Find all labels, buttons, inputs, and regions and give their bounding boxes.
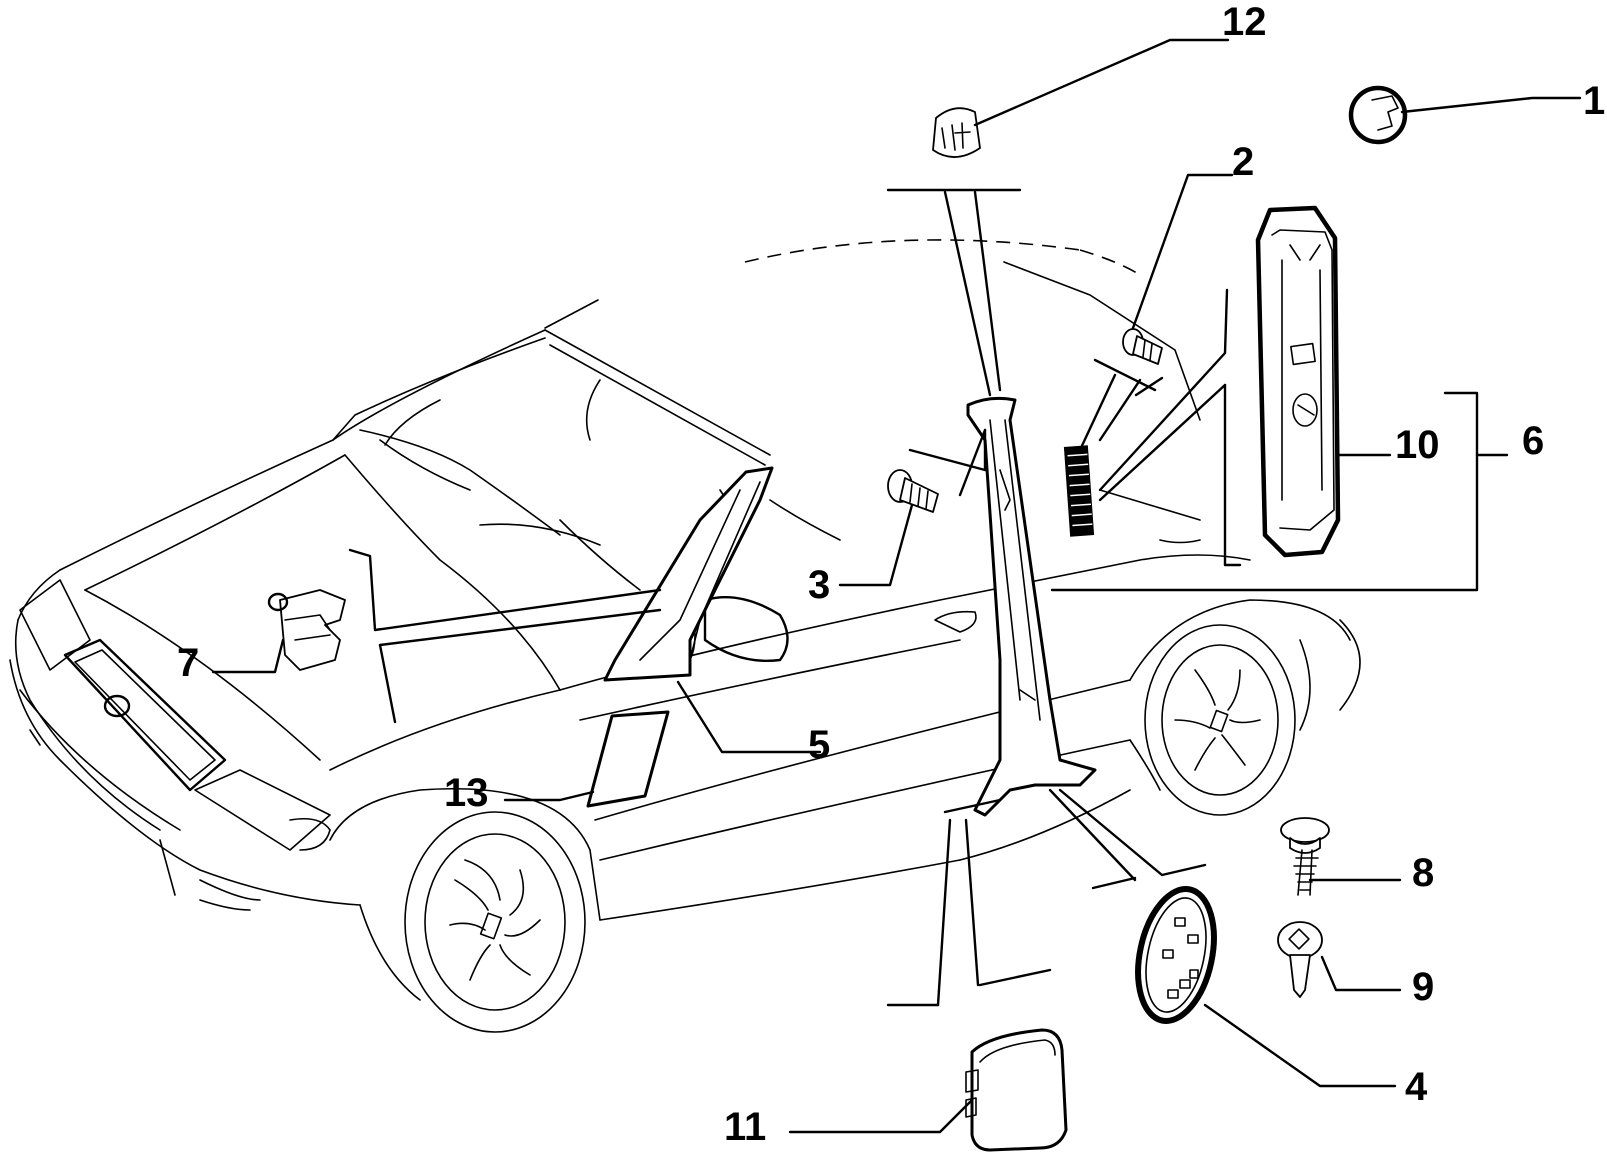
callout-labels: 1 2 3 4 5 6 7 8 9 10 11 12 13 xyxy=(177,0,1605,1149)
screw-part-2 xyxy=(1122,328,1163,365)
callout-4: 4 xyxy=(1405,1065,1428,1109)
callout-10: 10 xyxy=(1395,423,1440,467)
car-outline xyxy=(9,239,1361,1033)
callout-11: 11 xyxy=(724,1105,766,1149)
callout-12: 12 xyxy=(1222,0,1267,44)
panel-part-13 xyxy=(586,710,670,808)
screw-part-9 xyxy=(1277,921,1323,998)
callout-8: 8 xyxy=(1412,851,1434,895)
callout-9: 9 xyxy=(1412,965,1434,1009)
clip-part-7 xyxy=(267,589,346,671)
callout-5: 5 xyxy=(808,723,830,767)
callout-13: 13 xyxy=(444,771,489,815)
screw-part-3 xyxy=(887,469,939,513)
push-clip-part-8 xyxy=(1280,817,1330,896)
round-clip-part-1 xyxy=(1348,85,1408,145)
oval-cover-part-4 xyxy=(1135,886,1217,1024)
a-pillar-trim-part-5 xyxy=(603,466,774,682)
leader-lines xyxy=(211,38,1582,1134)
hatched-strip xyxy=(1063,445,1095,537)
callout-1: 1 xyxy=(1583,79,1605,123)
callout-2: 2 xyxy=(1232,140,1254,184)
pillar-cover-part-10 xyxy=(1255,205,1341,558)
clip-part-12 xyxy=(932,107,981,158)
callout-7: 7 xyxy=(177,641,199,685)
callout-3: 3 xyxy=(808,563,830,607)
cover-part-11 xyxy=(965,1028,1068,1152)
b-pillar-trim xyxy=(966,396,1097,817)
callout-6: 6 xyxy=(1522,419,1544,463)
